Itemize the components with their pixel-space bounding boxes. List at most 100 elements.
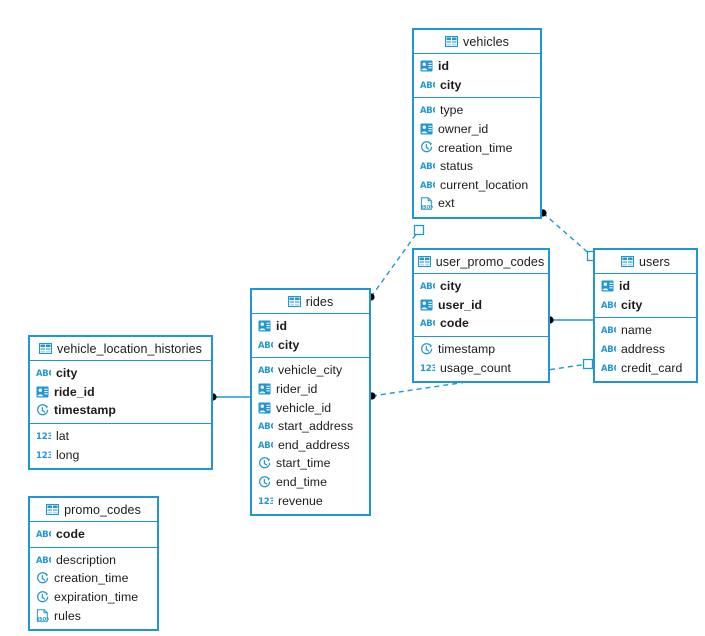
pk-column-row[interactable]: ABC city [414, 76, 540, 95]
column-row[interactable]: vehicle_id [252, 398, 369, 417]
abc-text-icon: ABC [258, 421, 273, 431]
abc-text-icon: ABC [420, 281, 435, 291]
column-name: start_time [276, 456, 331, 471]
column-row[interactable]: 123 revenue [252, 491, 369, 510]
clock-icon [36, 572, 49, 585]
column-name: rules [54, 608, 81, 623]
column-row[interactable]: timestamp [414, 340, 548, 359]
table-header-vehicles[interactable]: vehicles [414, 30, 540, 54]
primary-key-section: id ABC city [595, 274, 696, 319]
svg-text:ABC: ABC [36, 555, 51, 565]
clock-icon [36, 404, 49, 417]
pk-column-row[interactable]: ride_id [30, 383, 211, 402]
column-name: id [276, 319, 288, 334]
column-row[interactable]: JSON ext [414, 194, 540, 213]
table-grid-icon [417, 255, 431, 268]
column-row[interactable]: expiration_time [30, 588, 157, 607]
abc-text-icon: ABC [258, 440, 273, 450]
svg-text:ABC: ABC [420, 180, 435, 190]
abc-text-icon: ABC [601, 300, 616, 310]
column-name: city [56, 366, 78, 381]
table-header-vehicle_location_histories[interactable]: vehicle_location_histories [30, 337, 211, 361]
column-row[interactable]: rider_id [252, 380, 369, 399]
column-row[interactable]: ABC type [414, 101, 540, 120]
column-name: usage_count [440, 360, 511, 375]
column-name: id [438, 59, 450, 74]
table-node-vehicles[interactable]: vehicles id ABC city ABC type owner_id [412, 28, 542, 219]
svg-text:ABC: ABC [258, 421, 273, 431]
relationship-rel-vlh-rides[interactable] [209, 393, 250, 401]
pk-column-row[interactable]: ABC city [252, 336, 369, 355]
column-name: ride_id [54, 384, 95, 399]
column-row[interactable]: 123 lat [30, 427, 211, 446]
table-node-vehicle_location_histories[interactable]: vehicle_location_histories ABC city ride… [28, 335, 213, 470]
svg-text:ABC: ABC [601, 363, 616, 373]
pk-column-row[interactable]: id [595, 277, 696, 296]
clock-icon [420, 141, 433, 154]
column-row[interactable]: end_time [252, 473, 369, 492]
table-header-rides[interactable]: rides [252, 290, 369, 314]
pk-column-row[interactable]: ABC city [595, 296, 696, 315]
table-grid-icon [38, 342, 52, 355]
table-node-users[interactable]: users id ABC city ABC name ABC address A… [593, 248, 698, 383]
relationship-target-square [582, 358, 594, 370]
pk-column-row[interactable]: id [252, 317, 369, 336]
table-node-promo_codes[interactable]: promo_codes ABC code ABC description cre… [28, 496, 159, 631]
table-header-user_promo_codes[interactable]: user_promo_codes [414, 250, 548, 274]
column-name: ext [438, 196, 455, 211]
clock-icon [258, 475, 271, 489]
column-row[interactable]: ABC status [414, 157, 540, 176]
pk-column-row[interactable]: timestamp [30, 401, 211, 420]
abc-text-icon: ABC [601, 344, 616, 354]
column-row[interactable]: ABC address [595, 340, 696, 359]
primary-key-section: ABC city user_id ABC code [414, 274, 548, 337]
table-header-users[interactable]: users [595, 250, 696, 274]
relationship-rel-upc-users[interactable] [546, 316, 593, 324]
column-name: user_id [438, 297, 483, 312]
abc-text-icon: ABC [601, 325, 616, 336]
pk-column-row[interactable]: ABC city [414, 277, 548, 296]
table-node-user_promo_codes[interactable]: user_promo_codes ABC city user_id ABC co… [412, 248, 550, 383]
column-name: id [619, 279, 631, 294]
column-row[interactable]: ABC description [30, 551, 157, 570]
table-grid-icon [287, 295, 301, 308]
column-row[interactable]: ABC name [595, 321, 696, 340]
column-row[interactable]: owner_id [414, 120, 540, 139]
column-row[interactable]: creation_time [414, 138, 540, 157]
abc-text-icon: ABC [36, 555, 51, 565]
svg-text:ABC: ABC [601, 344, 616, 354]
svg-text:ABC: ABC [420, 80, 435, 90]
123-number-icon: 123 [36, 450, 51, 460]
column-row[interactable]: creation_time [30, 569, 157, 588]
pk-column-row[interactable]: ABC code [30, 525, 157, 544]
column-row[interactable]: ABC end_address [252, 436, 369, 455]
abc-text-icon: ABC [36, 368, 51, 378]
column-row[interactable]: JSON rules [30, 606, 157, 625]
svg-text:123: 123 [258, 497, 273, 506]
column-name: city [278, 337, 300, 352]
column-row[interactable]: 123 long [30, 445, 211, 464]
column-name: status [440, 159, 474, 174]
svg-text:123: 123 [420, 364, 435, 373]
pk-column-row[interactable]: user_id [414, 296, 548, 315]
column-name: name [621, 323, 652, 338]
pk-column-row[interactable]: ABC city [30, 364, 211, 383]
column-name: revenue [278, 493, 323, 508]
table-grid-icon [445, 35, 459, 48]
table-name: rides [305, 294, 334, 309]
id-card-key-icon [420, 123, 433, 135]
pk-column-row[interactable]: ABC code [414, 314, 548, 333]
column-row[interactable]: 123 usage_count [414, 358, 548, 377]
column-row[interactable]: start_time [252, 454, 369, 473]
column-row[interactable]: ABC start_address [252, 417, 369, 436]
column-row[interactable]: ABC current_location [414, 176, 540, 195]
column-row[interactable]: ABC credit_card [595, 358, 696, 377]
column-name: current_location [440, 177, 529, 192]
pk-column-row[interactable]: id [414, 57, 540, 76]
id-card-key-icon [36, 386, 49, 398]
table-node-rides[interactable]: rides id ABC city ABC vehicle_city rider… [250, 288, 371, 516]
svg-text:ABC: ABC [601, 300, 616, 310]
column-row[interactable]: ABC vehicle_city [252, 361, 369, 380]
table-header-promo_codes[interactable]: promo_codes [30, 498, 157, 522]
